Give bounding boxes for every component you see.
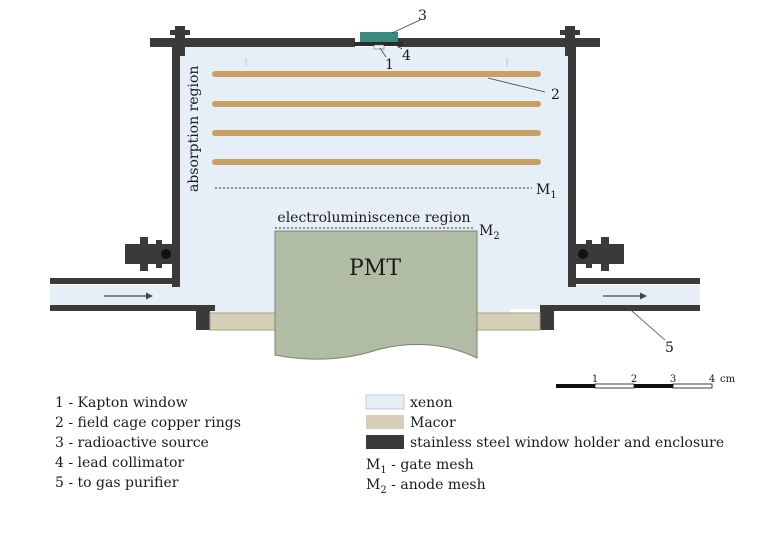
legend-steel: stainless steel window holder and enclos… <box>410 435 724 451</box>
radioactive-source <box>360 32 398 42</box>
callout-4: 4 <box>402 48 411 64</box>
swatch-macor <box>366 415 404 429</box>
material-legend: xenon Macor stainless steel window holde… <box>365 394 724 496</box>
lead-collimator <box>355 42 403 46</box>
legend-item: 5 - to gas purifier <box>55 475 179 491</box>
legend-item: 4 - lead collimator <box>55 455 184 471</box>
macor-right <box>475 312 541 331</box>
window-assembly <box>355 32 403 50</box>
steel-enclosure <box>50 26 700 330</box>
legend-xenon: xenon <box>410 395 453 411</box>
electroluminescence-region-label: electroluminiscence region <box>277 210 470 226</box>
legend-item: 3 - radioactive source <box>55 435 209 451</box>
legend-item: 1 - Kapton window <box>55 395 188 411</box>
scale-tick-2: 2 <box>631 374 637 385</box>
m2-label: M2 <box>479 223 500 242</box>
m1-label: M1 <box>536 182 557 201</box>
legend-item: 2 - field cage copper rings <box>55 415 241 431</box>
side-bolt-left <box>161 249 171 259</box>
copper-rings <box>212 71 541 165</box>
scale-unit: cm <box>720 374 736 385</box>
callout-3: 3 <box>418 8 427 24</box>
flow-arrow-in <box>104 292 153 300</box>
absorption-region-label: absorption region <box>186 66 202 192</box>
side-bolt-right <box>578 249 588 259</box>
pmt-body <box>274 230 478 360</box>
kapton-window <box>373 44 385 50</box>
legend-m1: M1 - gate mesh <box>366 457 474 476</box>
callout-2: 2 <box>551 87 560 103</box>
scale-tick-1: 1 <box>592 374 598 385</box>
swatch-steel <box>366 435 404 449</box>
scale-tick-3: 3 <box>670 374 676 385</box>
scale-bar: 1 2 3 4 cm <box>556 374 736 389</box>
scale-tick-4: 4 <box>709 374 715 385</box>
pmt-label: PMT <box>349 256 401 281</box>
numbered-legend: 1 - Kapton window 2 - field cage copper … <box>55 395 241 491</box>
macor-left <box>209 312 276 331</box>
legend-macor: Macor <box>410 415 456 431</box>
legend-m2: M2 - anode mesh <box>366 477 486 496</box>
callout-5: 5 <box>665 340 674 356</box>
callout-1: 1 <box>385 57 394 73</box>
callout-lines <box>379 19 666 341</box>
flow-arrow-out <box>603 292 647 300</box>
swatch-xenon <box>365 394 405 410</box>
